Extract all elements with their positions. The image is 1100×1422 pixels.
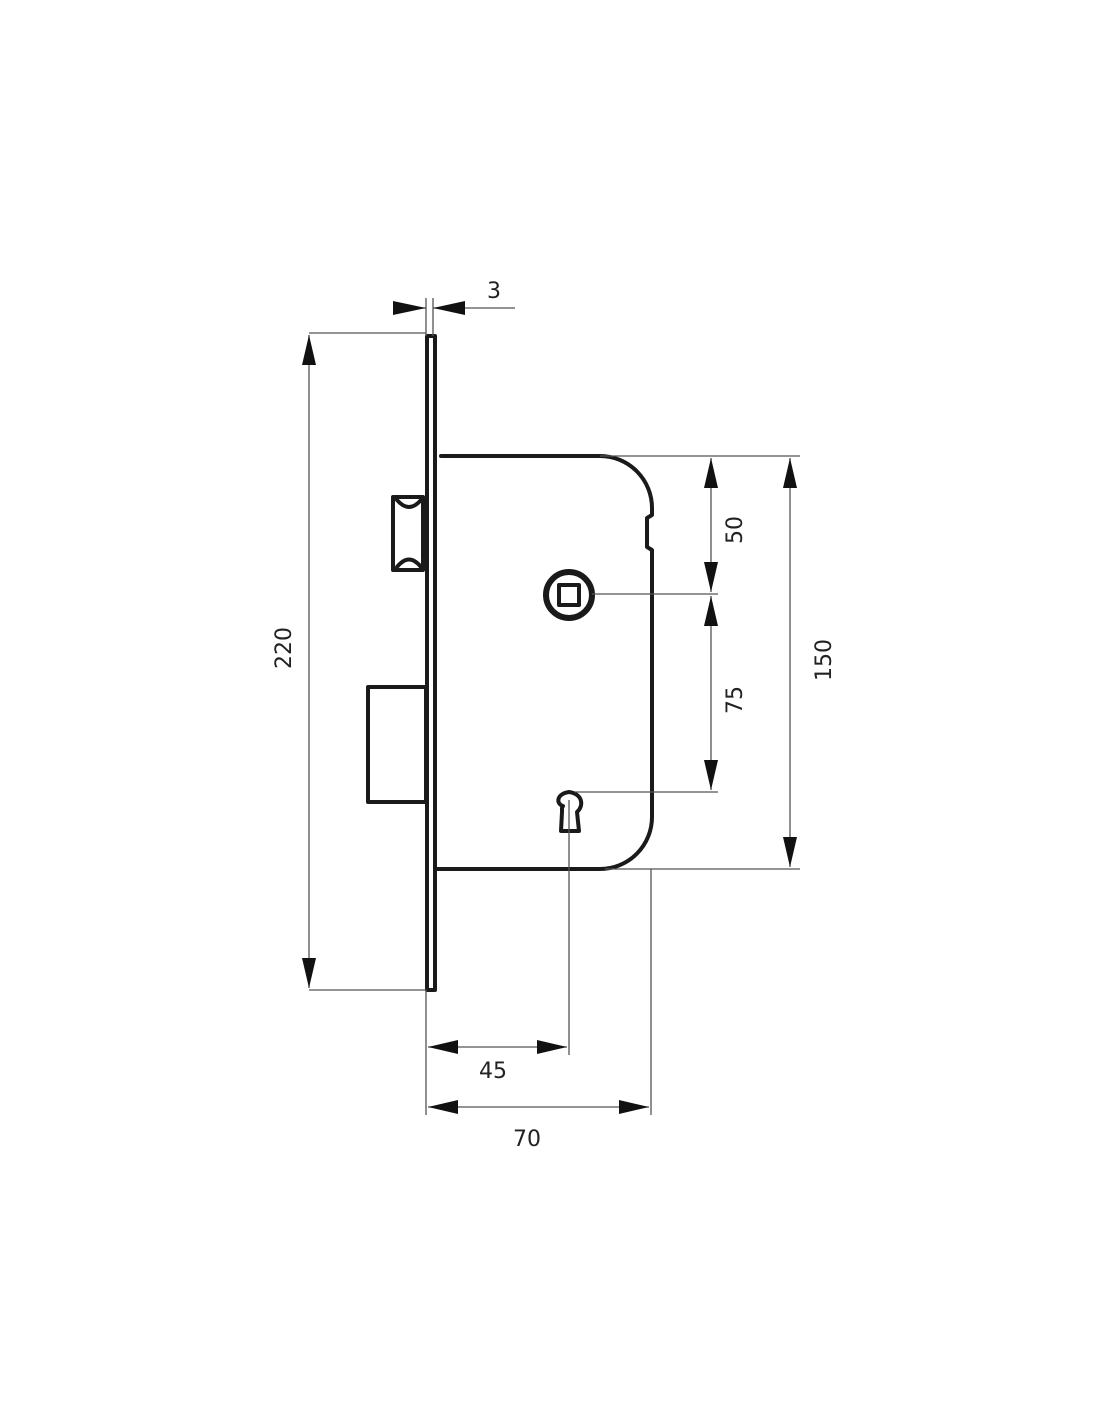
- dimension-75: 75: [704, 596, 748, 790]
- dimension-45: 45: [428, 1040, 567, 1084]
- faceplate: [425, 334, 437, 992]
- dimension-150: 150: [783, 458, 837, 867]
- dimension-label-3: 3: [487, 279, 501, 304]
- latch-bolt: [391, 495, 425, 572]
- dimension-50: 50: [704, 458, 748, 592]
- dimension-label-220: 220: [272, 627, 297, 669]
- extension-lines: [309, 298, 800, 1115]
- keyhole: [556, 790, 584, 833]
- dimension-label-150: 150: [812, 639, 837, 681]
- dead-bolt: [366, 685, 428, 804]
- dimension-label-50: 50: [723, 516, 748, 544]
- spindle-hole: [543, 569, 595, 621]
- lock-case: [435, 454, 654, 871]
- dimension-70: 70: [428, 1100, 649, 1152]
- dimension-3: 3: [393, 279, 515, 315]
- dimension-label-45: 45: [479, 1059, 507, 1084]
- dimension-220: 220: [272, 335, 316, 988]
- dimension-label-70: 70: [513, 1127, 541, 1152]
- dimension-label-75: 75: [723, 686, 748, 714]
